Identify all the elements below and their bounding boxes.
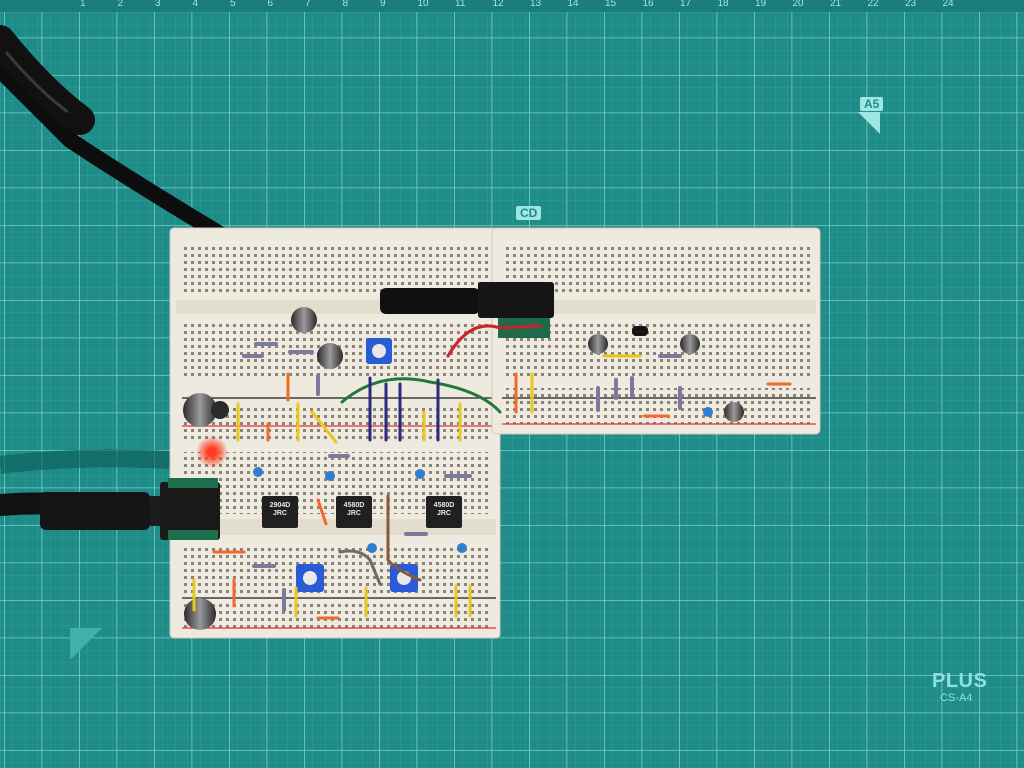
ic-1-part: 2904D: [269, 502, 291, 509]
ruler-number: 12: [492, 0, 504, 9]
mat-corner-label: A5: [860, 97, 884, 111]
ic-2-maker: JRC: [346, 510, 361, 517]
ruler-number: 1: [80, 0, 86, 9]
ic-3-maker: JRC: [436, 510, 451, 517]
ic-2-part: 4580D: [343, 502, 365, 509]
resistors: [242, 342, 682, 612]
ruler-number: 3: [155, 0, 161, 9]
ruler-number: 4: [192, 0, 199, 9]
ruler-number: 8: [342, 0, 349, 9]
ruler-number: 19: [755, 0, 767, 9]
mat-model: CS-A4: [940, 692, 973, 704]
breadboard-right: [491, 227, 821, 435]
ruler-number: 10: [417, 0, 429, 9]
ruler-number: 24: [942, 0, 954, 9]
ic-3-label: 4580D JRC: [427, 502, 461, 518]
ic-1-label: 2904D JRC: [263, 502, 297, 518]
ruler-number: 11: [455, 0, 466, 9]
ruler-number: 23: [905, 0, 917, 9]
transistor: [632, 326, 648, 336]
ruler-number: 20: [792, 0, 804, 9]
ruler-number: 18: [717, 0, 729, 9]
ruler-number: 6: [267, 0, 274, 9]
electrolytic-capacitors: [183, 307, 744, 630]
corner-marker-bottom: [70, 628, 102, 660]
ruler-number: 16: [642, 0, 654, 9]
ruler-number: 15: [605, 0, 617, 9]
trimmer-pots: [296, 338, 418, 592]
ic-2-label: 4580D JRC: [337, 502, 371, 518]
audio-cable-left: [0, 449, 171, 530]
ruler-number: 13: [530, 0, 542, 9]
ic-3-part: 4580D: [433, 502, 455, 509]
ruler-number: 5: [230, 0, 236, 9]
mat-size-label: CD: [516, 206, 542, 220]
ruler-number: 22: [867, 0, 879, 9]
jumper-wires: [192, 324, 792, 620]
led: [196, 436, 228, 468]
ruler-number: 14: [567, 0, 579, 9]
ceramic-capacitors: [253, 407, 713, 553]
ruler-number: 9: [380, 0, 386, 9]
ic-chips: [262, 496, 462, 528]
ruler-number: 21: [830, 0, 842, 9]
corner-marker-a5: [858, 112, 880, 134]
ic-1-maker: JRC: [272, 510, 287, 517]
audio-jack: [160, 478, 220, 540]
ruler-number: 7: [305, 0, 311, 9]
ruler-number: 2: [117, 0, 124, 9]
ruler-number: 17: [680, 0, 692, 9]
mat-brand: PLUS: [932, 670, 988, 692]
